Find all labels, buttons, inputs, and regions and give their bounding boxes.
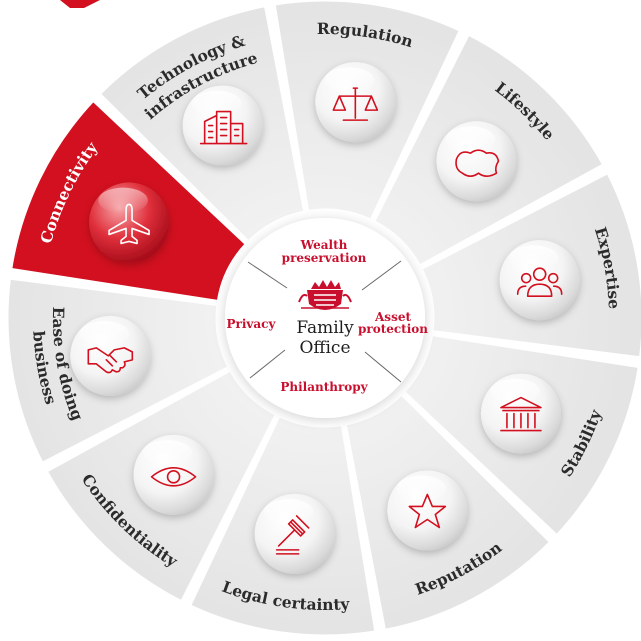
star-icon: [408, 493, 447, 529]
segment-technology-infrastructure[interactable]: Technology &infrastructure: [97, 3, 307, 245]
segment-reputation-bubble: [387, 470, 468, 551]
segment-legal-certainty[interactable]: Legal certainty: [187, 413, 378, 638]
segment-confidentiality-bubble: [133, 434, 214, 515]
pillar-philanthropy: Philanthropy: [280, 380, 368, 394]
jersey-island-map-icon: [455, 149, 500, 177]
office-buildings-icon: [199, 110, 248, 145]
pillar-privacy: Privacy: [227, 317, 277, 331]
wheel-segments: RegulationLifestyleExpertiseStabilityRep…: [5, 0, 641, 638]
pillar-asset-protection-line1: Asset: [374, 310, 411, 324]
scales-of-justice-icon: [332, 87, 379, 121]
hub-divider-lines: [247, 260, 402, 383]
jersey-crest-icon: [298, 280, 352, 310]
gavel-icon: [275, 515, 310, 555]
handshake-icon: [87, 347, 134, 374]
people-group-icon: [516, 267, 563, 297]
eye-icon: [150, 467, 197, 487]
center-hub: Family Office Wealth preservation Asset …: [225, 218, 428, 418]
bank-building-icon: [500, 396, 542, 432]
segment-lifestyle-bubble: [436, 121, 517, 202]
segment-reputation[interactable]: Reputation: [343, 391, 553, 633]
airplane-icon: [108, 203, 150, 245]
segment-lifestyle[interactable]: Lifestyle: [371, 32, 606, 269]
segment-connectivity[interactable]: Connectivity: [9, 98, 249, 304]
pillar-wealth-preservation-line2: preservation: [282, 251, 367, 265]
hub-title-line1: Family: [296, 318, 354, 338]
segment-technology-infrastructure-bubble: [182, 85, 263, 166]
segment-connectivity-bubble: [89, 182, 170, 263]
segment-legal-certainty-bubble: [254, 493, 335, 574]
segment-expertise[interactable]: Expertise: [419, 170, 641, 360]
pillar-asset-protection-line2: protection: [358, 322, 428, 336]
segment-regulation[interactable]: Regulation: [272, 0, 463, 223]
hub-title-line2: Office: [299, 338, 350, 358]
hub-disc: [225, 218, 425, 418]
pillar-wealth-preservation-line1: Wealth: [300, 238, 348, 252]
segment-stability[interactable]: Stability: [401, 332, 641, 538]
corner-accent-stripe: [60, 0, 100, 8]
